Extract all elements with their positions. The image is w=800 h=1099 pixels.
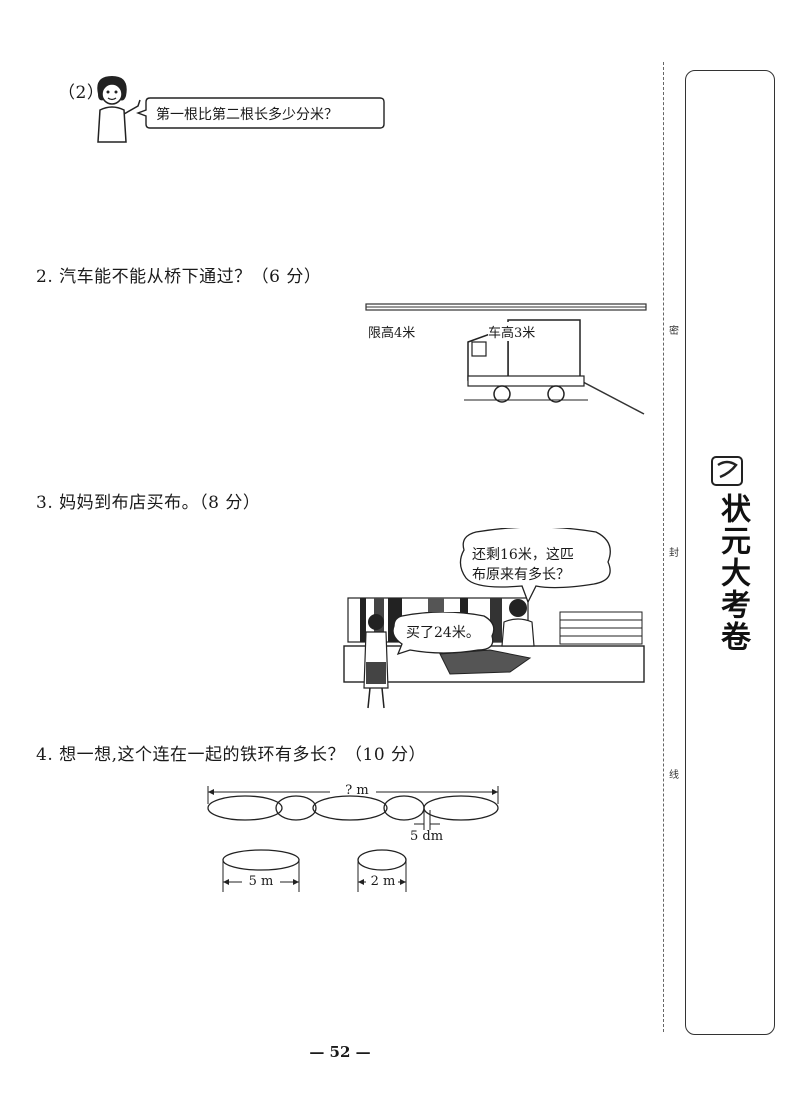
seal-char-feng: 封: [669, 548, 679, 559]
seal-char-xian: 线: [669, 770, 679, 781]
seller-bubble-line-2: 布原来有多长？: [472, 567, 570, 583]
question-4-title: 4. 想一想,这个连在一起的铁环有多长？（10 分）: [36, 745, 427, 765]
linked-rings-diagram: [207, 786, 499, 892]
brand-title: 状元大考卷: [715, 493, 750, 653]
total-length-label: ? m: [345, 783, 369, 798]
mother-speech-bubble: [392, 612, 495, 656]
seller-bubble-line-1: 还剩16米，这匹: [472, 547, 574, 563]
seller-speech-bubble: [459, 528, 611, 604]
question-2-title: 2. 汽车能不能从桥下通过？（6 分）: [36, 267, 322, 287]
overlap-label: 5 dm: [410, 829, 444, 844]
speech-bubble: [136, 97, 385, 129]
small-ring-diameter-label: 2 m: [370, 874, 396, 889]
girl-illustration: [97, 76, 141, 143]
question-3-title: 3. 妈妈到布店买布。（8 分）: [36, 493, 261, 513]
truck-height-label: 车高3米: [488, 322, 536, 341]
page-number: — 52 —: [309, 1043, 371, 1061]
brand-logo-icon: [711, 456, 743, 486]
mother-bubble-text: 买了24米。: [406, 625, 480, 641]
bridge-height-label: 限高4米: [368, 326, 416, 341]
seal-dashed-line: [663, 62, 664, 1032]
seal-char-mi: 密: [669, 326, 679, 337]
sidebar-panel: 状元大考卷: [685, 70, 775, 1035]
bubble-question-text: 第一根比第二根长多少分米？: [156, 107, 338, 123]
big-ring-diameter-label: 5 m: [248, 874, 274, 889]
bridge-truck-illustration: [365, 303, 647, 415]
question-part-label: （2）: [58, 83, 105, 103]
